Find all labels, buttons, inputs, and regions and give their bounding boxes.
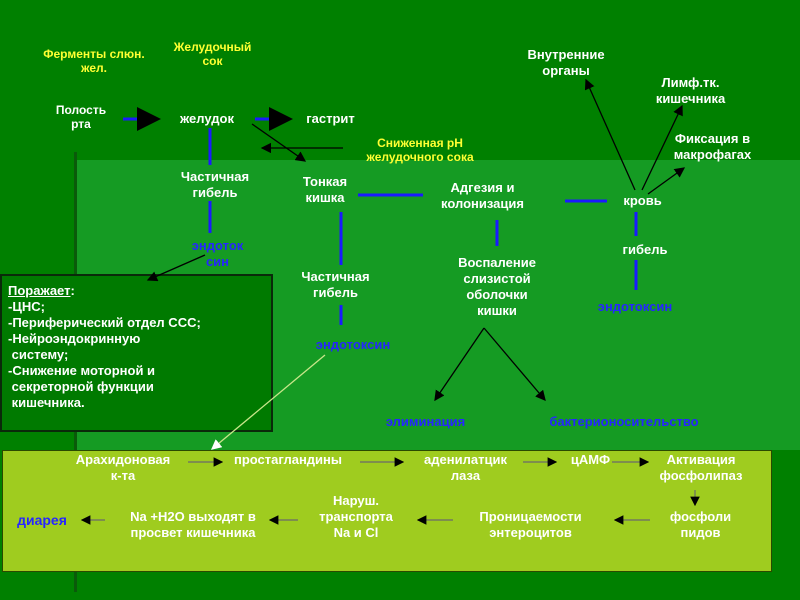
- camp-node: цАМФ: [570, 452, 611, 467]
- na-h2o-node: Na +H2O выходят в просвет кишечника: [130, 509, 256, 540]
- arachidonic-acid-node: Арахидоновая к-та: [75, 452, 171, 483]
- adhesion-colonization-node: Адгезия и колонизация: [441, 180, 524, 211]
- death-node: гибель: [622, 242, 668, 257]
- endotoxin-intestine-label: эндотоксин: [315, 337, 391, 352]
- prostaglandins-node: простагландины: [233, 452, 343, 467]
- lymph-tissue-node: Лимф.тк. кишечника: [655, 75, 726, 106]
- arrow-inflammation-to-elimination: [434, 327, 485, 402]
- arrow-blood-to-lymph: [641, 104, 683, 191]
- macrophage-fixation-node: Фиксация в макрофагах: [673, 131, 752, 162]
- background-right-strip: [772, 450, 800, 600]
- background-top: [0, 0, 800, 160]
- affects-item: -Нейроэндокринную: [8, 331, 141, 346]
- reduced-ph-label: Сниженная pH желудочного сока: [366, 136, 474, 164]
- affects-item: -Снижение моторной и: [8, 363, 156, 378]
- adenylate-cyclase-node: аденилатцик лаза: [424, 452, 507, 483]
- small-intestine-node: Тонкая кишка: [302, 174, 348, 205]
- arrow-blood-to-organs: [584, 78, 636, 191]
- enterocyte-permeability-node: Проницаемости энтероцитов: [479, 509, 582, 540]
- internal-organs-node: Внутренние органы: [527, 47, 605, 78]
- phospholipids-node: фосфоли пидов: [669, 509, 732, 540]
- endotoxin-stomach-label: эндоток син: [191, 238, 244, 269]
- affects-item: -Периферический отдел ССС;: [8, 315, 201, 330]
- affects-item: -ЦНС;: [8, 299, 45, 314]
- endotoxin-blood-label: эндотоксин: [597, 299, 673, 314]
- diarrhea-label: диарея: [17, 512, 67, 528]
- salivary-enzymes-label: Ферменты слюн. жел.: [43, 47, 145, 75]
- affects-item: систему;: [8, 347, 69, 362]
- cascade-box: Арахидоновая к-та простагландины аденила…: [2, 450, 772, 572]
- partial-death-stomach-node: Частичная гибель: [180, 169, 250, 200]
- affects-title-suffix: :: [70, 283, 75, 298]
- arrow-inflammation-to-carriage: [483, 327, 546, 401]
- arrow-endotoxin-to-cascade: [211, 354, 326, 450]
- bacterial-carriage-label: бактерионосительство: [549, 414, 699, 429]
- blood-node: кровь: [623, 193, 662, 208]
- affects-item: кишечника.: [8, 395, 85, 410]
- affects-title-line: Поражает:: [8, 283, 271, 299]
- arrow-endotoxin-to-affects: [146, 254, 206, 282]
- partial-death-intestine-node: Частичная гибель: [301, 269, 370, 300]
- gastritis-node: гастрит: [306, 111, 355, 126]
- phospholipase-activation-node: Активация фосфолипаз: [659, 452, 743, 483]
- elimination-label: элиминация: [385, 414, 466, 429]
- arrow-stomach-to-small-intestine: [251, 123, 307, 162]
- oral-cavity-node: Полость рта: [55, 103, 107, 131]
- background-bottom: [0, 572, 800, 600]
- arrow-blood-to-macrophages: [647, 167, 686, 195]
- affects-title: Поражает: [8, 283, 71, 298]
- mucosa-inflammation-node: Воспаление слизистой оболочки кишки: [458, 255, 536, 318]
- stomach-node: желудок: [180, 111, 234, 126]
- transport-disruption-node: Наруш. транспорта Na и Cl: [319, 493, 393, 540]
- affects-item: секреторной функции: [8, 379, 154, 394]
- affects-box: Поражает: -ЦНС; -Периферический отдел СС…: [0, 274, 273, 432]
- gastric-juice-label: Желудочный сок: [173, 40, 252, 68]
